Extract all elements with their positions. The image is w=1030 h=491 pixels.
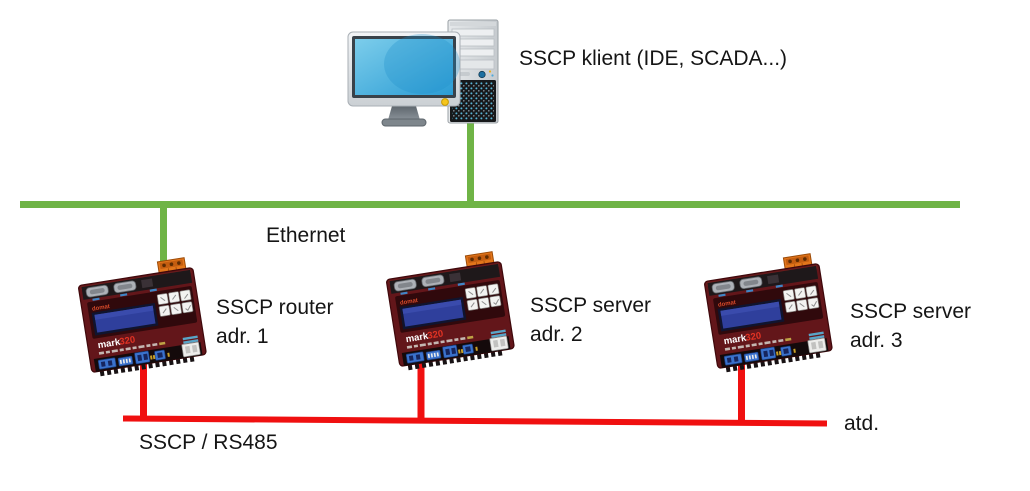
monitor-stand [388,106,420,120]
device3-address: adr. 3 [850,329,903,352]
monitor-stand-base [381,118,427,127]
model-name-number: 320 [119,334,136,347]
top-connector-strip [81,269,193,301]
tower-power-button [478,70,486,79]
rs485-label: SSCP / RS485 [139,431,278,454]
client-label: SSCP klient (IDE, SCADA...) [519,47,788,70]
bottom-terminal-area [93,341,203,372]
device2-address: adr. 2 [530,323,583,346]
brand-logo: domat [92,304,111,313]
monitor-screen [355,39,453,95]
plc-device-illustration: domat mark [78,257,207,377]
plc-controller-icon-3 [701,251,834,375]
monitor-power-button [441,98,449,106]
device2-role: SSCP server [530,294,651,317]
desktop-computer-icon [347,19,499,127]
device1-label: SSCP router adr. 1 [216,293,334,351]
plc-controller-icon-2 [383,249,516,373]
db9-connector [113,280,137,294]
ethernet-label: Ethernet [266,224,346,247]
db9-connector [85,284,109,298]
computer-monitor [347,31,461,127]
ethernet-port [181,341,201,358]
terminal-label-band [98,335,199,355]
plc-controller-icon-1: domat mark [78,257,207,377]
rs485-bus-line [122,415,828,427]
lcd-display [91,302,159,336]
device1-address: adr. 1 [216,325,269,348]
device2-label: SSCP server adr. 2 [530,291,651,349]
model-name-prefix: mark [97,337,122,352]
device1-role: SSCP router [216,296,334,319]
continuation-label: atd. [844,412,880,435]
device3-label: SSCP server adr. 3 [850,297,971,355]
keypad [156,289,194,317]
device3-role: SSCP server [850,300,971,323]
